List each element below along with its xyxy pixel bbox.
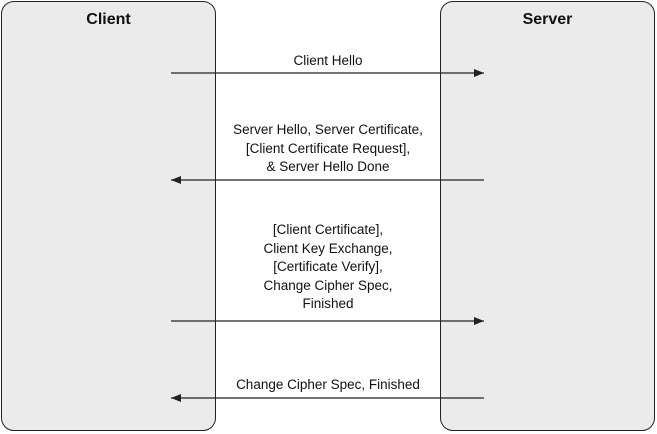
message-line: Client Hello [293, 53, 363, 68]
message-server-hello: Server Hello, Server Certificate, [Clien… [186, 121, 470, 177]
message-line: [Certificate Verify], [273, 259, 383, 274]
message-line: & Server Hello Done [266, 159, 390, 174]
message-line: Client Key Exchange, [263, 240, 393, 256]
message-client-hello: Client Hello [186, 52, 470, 71]
message-line: Change Cipher Spec, [263, 277, 393, 293]
message-line: [Client Certificate Request], [245, 140, 411, 156]
message-line: Change Cipher Spec, Finished [236, 377, 420, 392]
client-lane-title: Client [86, 11, 131, 28]
message-change-cipher-spec-finished: Change Cipher Spec, Finished [186, 376, 470, 395]
message-line: [Client Certificate], [272, 222, 384, 237]
message-line: Server Hello, Server Certificate, [233, 122, 423, 137]
message-client-key-exchange: [Client Certificate], Client Key Exchang… [186, 221, 470, 314]
message-line: Finished [302, 296, 354, 311]
server-lane-title: Server [522, 11, 573, 28]
